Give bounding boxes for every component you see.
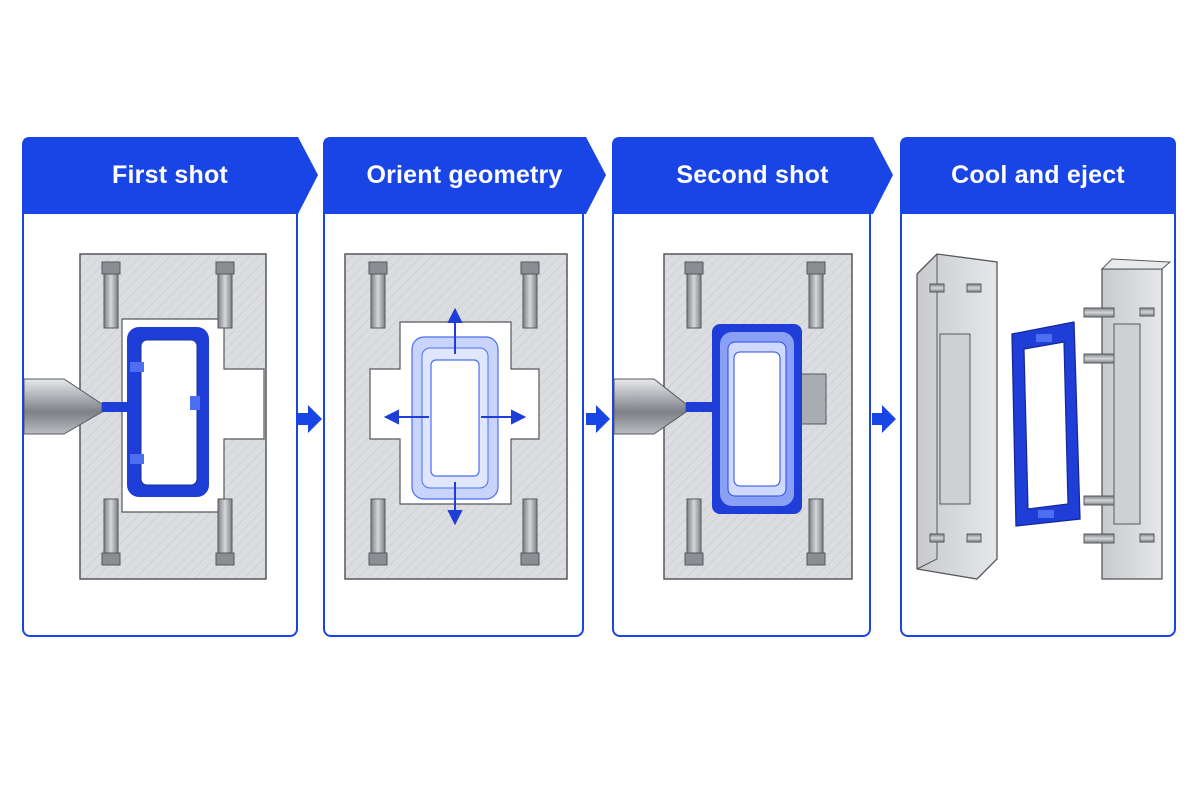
next-step-arrow — [586, 405, 610, 433]
step-header: Second shot — [612, 137, 893, 214]
second-shot-mold-illustration — [614, 253, 853, 580]
step-title: Cool and eject — [951, 161, 1125, 189]
mold-half-right — [1083, 258, 1172, 580]
step-header: Orient geometry — [323, 137, 606, 214]
header-chevron-shape — [612, 137, 893, 214]
step-title: Second shot — [676, 161, 829, 189]
step-header: Cool and eject — [900, 137, 1176, 214]
step-panel-first-shot: First shot — [22, 137, 318, 637]
oriented-part-outline — [411, 336, 499, 500]
header-chevron-shape — [323, 137, 606, 214]
mold-half-left — [916, 253, 998, 580]
ejection-illustration — [916, 253, 1172, 580]
step-header: First shot — [22, 137, 318, 214]
orient-geometry-mold-illustration — [344, 253, 568, 580]
guide-pins — [368, 261, 540, 566]
step-title: Orient geometry — [366, 161, 563, 189]
step-panel-second-shot: Second shot — [612, 137, 893, 637]
injection-nozzle — [614, 378, 716, 435]
injection-nozzle — [24, 378, 132, 435]
header-rounded-shape — [900, 137, 1176, 214]
step-panel-cool-and-eject: Cool and eject — [900, 137, 1176, 637]
overmolded-part — [712, 324, 802, 514]
first-shot-mold-illustration — [24, 253, 267, 580]
guide-pins — [101, 261, 235, 566]
first-shot-part — [127, 327, 209, 497]
header-chevron-shape — [22, 137, 318, 214]
next-step-arrow — [298, 405, 322, 433]
orient-direction-arrows — [383, 307, 527, 526]
ejected-part — [1011, 321, 1081, 527]
step-panel-orient-geometry: Orient geometry — [323, 137, 606, 637]
step-title: First shot — [112, 161, 228, 189]
next-step-arrow — [872, 405, 896, 433]
guide-pins — [684, 261, 826, 566]
